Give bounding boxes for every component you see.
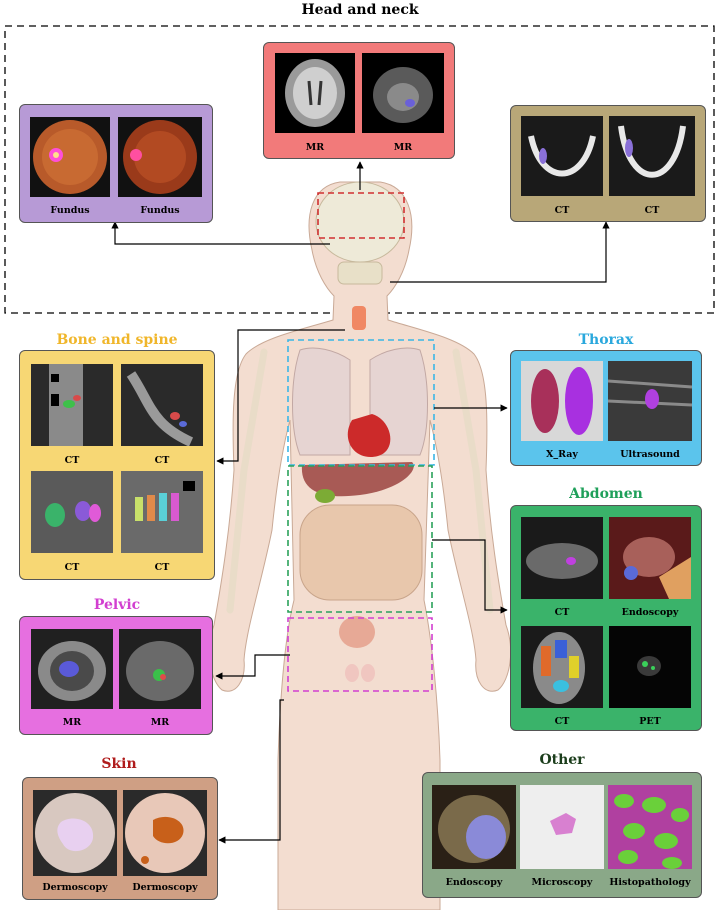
left-lung (292, 347, 351, 456)
pelvic-mr-image-1 (31, 629, 113, 709)
pet-image (609, 626, 691, 708)
abdomen-endoscopy-image (609, 517, 691, 599)
mr-image-1 (275, 53, 355, 133)
pelvic-panel: MR MR (19, 616, 213, 735)
ct-jaw-image-1 (521, 116, 603, 196)
abdomen-box (287, 465, 433, 613)
ultrasound-label: Ultrasound (620, 449, 680, 460)
ultrasound-image (608, 361, 692, 441)
heart (347, 414, 391, 458)
gallbladder (315, 489, 335, 503)
dermoscopy-image-2 (123, 790, 207, 876)
abdomen-ct-image-2 (521, 626, 603, 708)
other-endoscopy-image (432, 785, 516, 869)
abdomen-ct-label-1: CT (554, 607, 570, 618)
abdomen-title: Abdomen (569, 486, 643, 502)
pelvic-mr-label-1: MR (62, 717, 82, 728)
other-endoscopy-label: Endoscopy (445, 877, 503, 888)
pelvic-mr-image-2 (119, 629, 201, 709)
mr-label-2: MR (393, 142, 413, 153)
bone-ct-label-1: CT (64, 455, 80, 466)
head-mr-box (317, 192, 405, 239)
bone-ct-image-2 (121, 364, 203, 446)
bone-ct-image-1 (31, 364, 113, 446)
thorax-box (287, 339, 435, 466)
fundus-image-2 (118, 117, 202, 197)
pelvic-box (287, 617, 433, 692)
mr-label-1: MR (305, 142, 325, 153)
dermoscopy-image-1 (33, 790, 117, 876)
pelvic-mr-label-2: MR (150, 717, 170, 728)
testis-right (361, 664, 375, 682)
microscopy-label: Microscopy (531, 877, 593, 888)
thyroid (352, 306, 366, 330)
skin-panel: Dermoscopy Dermoscopy (22, 777, 218, 900)
thorax-title: Thorax (578, 332, 634, 348)
fundus-panel: Fundus Fundus (19, 104, 213, 223)
pet-label: PET (639, 716, 661, 727)
ct-jaw-label-2: CT (644, 205, 660, 216)
bone-ct-image-4 (121, 471, 203, 553)
abdomen-endoscopy-label: Endoscopy (621, 607, 679, 618)
thorax-panel: X_Ray Ultrasound (510, 350, 702, 466)
skin-title: Skin (101, 756, 137, 772)
bone-spine-title: Bone and spine (56, 332, 178, 348)
jaw-ct-panel: CT CT (510, 105, 706, 222)
xray-label: X_Ray (546, 449, 578, 460)
jaw (337, 261, 383, 285)
bone-ct-label-4: CT (154, 562, 170, 573)
fundus-image-1 (30, 117, 110, 197)
bladder (339, 616, 375, 648)
fundus-label-2: Fundus (140, 205, 180, 216)
histopathology-label: Histopathology (609, 877, 691, 888)
connectors (111, 161, 610, 844)
bone-ct-image-3 (31, 471, 113, 553)
other-panel: Endoscopy Microscopy Histopathology (422, 772, 702, 898)
abdomen-ct-label-2: CT (554, 716, 570, 727)
xray-image (521, 361, 603, 441)
testis-left (345, 664, 359, 682)
pelvic-title: Pelvic (93, 597, 141, 613)
head-neck-title: Head and neck (301, 2, 419, 18)
other-title: Other (539, 752, 585, 768)
brain-mr-panel: MR MR (263, 42, 455, 159)
liver (301, 462, 414, 497)
ct-jaw-label-1: CT (554, 205, 570, 216)
dermoscopy-label-2: Dermoscopy (132, 882, 198, 893)
bone-spine-panel: CT CT CT CT (19, 350, 215, 580)
fundus-label-1: Fundus (50, 205, 90, 216)
abdomen-panel: CT Endoscopy CT PET (510, 505, 702, 731)
ct-jaw-image-2 (609, 116, 695, 196)
mr-image-2 (362, 53, 444, 133)
microscopy-image (520, 785, 604, 869)
dermoscopy-label-1: Dermoscopy (42, 882, 108, 893)
skull (315, 181, 405, 263)
histopathology-image (608, 785, 692, 869)
bone-ct-label-3: CT (64, 562, 80, 573)
intestines (299, 504, 423, 601)
abdomen-ct-image-1 (521, 517, 603, 599)
bone-ct-label-2: CT (154, 455, 170, 466)
